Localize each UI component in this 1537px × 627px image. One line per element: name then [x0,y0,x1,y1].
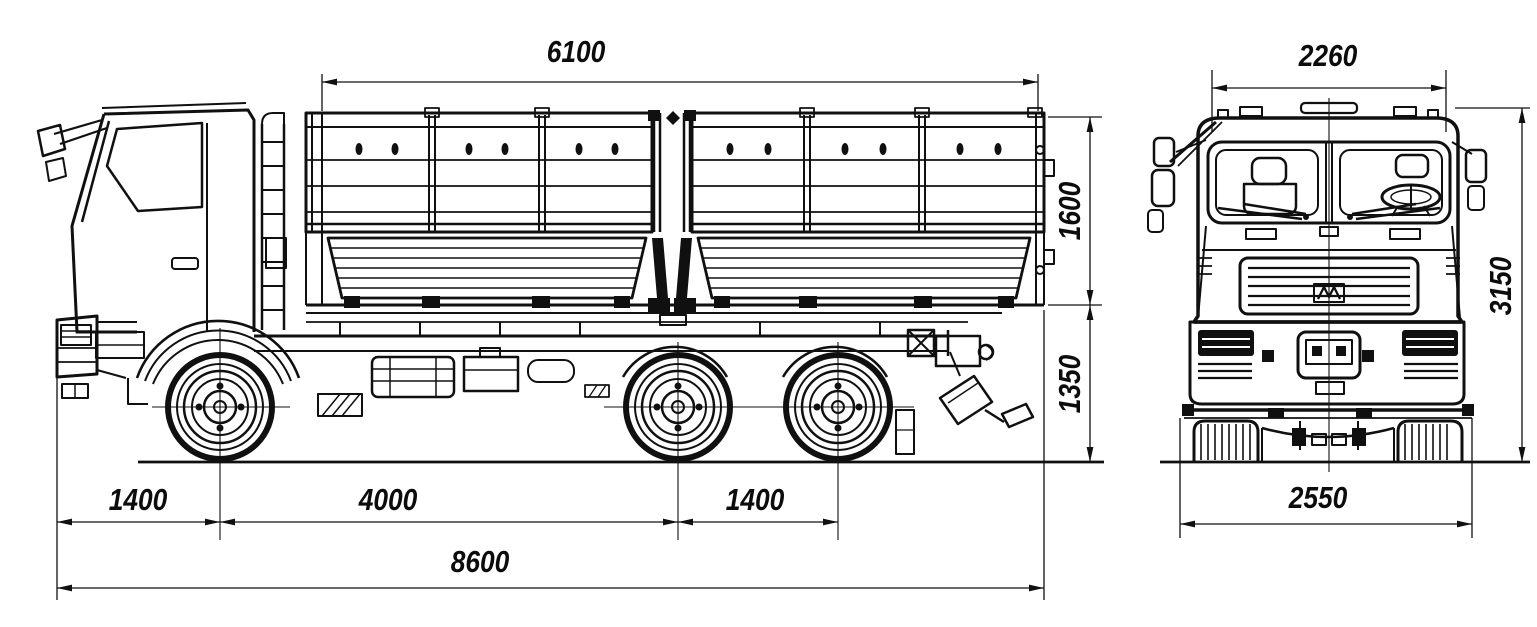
dim-line-overall-height [1455,107,1530,462]
fuel-tank [370,355,456,399]
passenger-headrest [1250,156,1288,186]
wipers [1217,202,1441,221]
dim-label-wheelbase: 4000 [358,482,418,517]
front-view-drawing [1147,98,1530,472]
windshield [1206,140,1452,225]
left-tire [1192,419,1260,462]
dim-label-overall-width: 2550 [1288,480,1348,515]
dim-label-overall-height: 3150 [1483,256,1518,316]
right-tire [1396,419,1464,462]
rear-equipment [895,328,1035,455]
driver-headrest [1394,153,1430,179]
rear-fenders [621,345,889,378]
body-section-junction [648,110,696,326]
dimension-lines [56,70,1530,600]
dim-label-body-side-height: 1600 [1052,181,1087,241]
right-headlight [1402,330,1458,356]
exhaust-muffler [938,374,994,426]
cargo-body [304,107,1055,326]
license-plate-frame [1296,330,1362,380]
rear-mudflap [895,409,915,455]
front-cab [1147,101,1488,324]
rear-cab-ladder [260,112,287,330]
maz-logo [1316,285,1342,300]
chassis-frame [254,322,950,417]
dim-label-front-overhang: 1400 [108,482,168,517]
dim-line-overall-width [1179,418,1473,538]
dim-label-overall-length: 8600 [450,544,510,579]
dim-line-axle-spacing [56,378,838,600]
front-bumper-view [1188,320,1466,406]
drop-side-front-section [326,236,648,308]
front-grille [1238,256,1420,316]
dim-line-body-height [1048,116,1102,462]
axle-centerlines [152,328,914,540]
right-mirror [1451,141,1488,211]
dim-label-chassis-height: 1350 [1052,354,1087,414]
dim-line-overall-length [57,310,1045,600]
left-mirrors [1147,136,1176,233]
dim-label-rear-bogie-spacing: 1400 [725,482,785,517]
front-bumper [55,314,148,405]
dim-label-cargo-body-length: 6100 [546,34,606,69]
drop-side-rear-section [696,236,1032,308]
dim-label-cab-width: 2260 [1298,38,1358,73]
air-tank [527,359,575,383]
front-axle-and-wheels [1182,404,1474,462]
battery-box [462,355,520,393]
dim-line-cargo-body-length [321,74,1039,111]
side-view-drawing [36,102,1104,540]
mirror [36,123,67,158]
dim-line-cab-width [1211,70,1447,132]
left-headlight [1198,330,1254,356]
